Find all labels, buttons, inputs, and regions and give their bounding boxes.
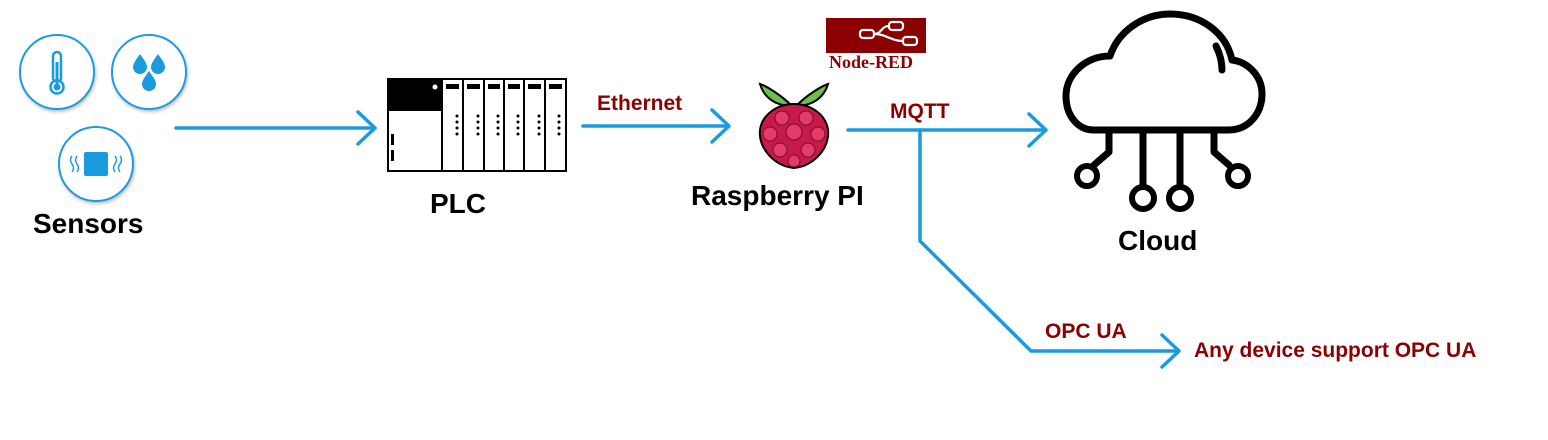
cloud-network-icon [1062,10,1266,212]
vibration-sensor-icon [58,126,134,202]
water-drops-icon [111,34,187,110]
arrow-pi-to-cloud [846,112,1048,148]
plc-label: PLC [430,188,486,219]
raspberry-pi-logo-icon [758,82,830,170]
node-red-logo-icon [826,18,926,53]
arrow-plc-to-pi [581,108,731,144]
opc-ua-label: OPC UA [1045,320,1127,343]
plc-rack-icon [387,78,567,172]
node-red-label: Node-RED [829,52,913,72]
thermometer-icon [19,34,95,110]
mqtt-label: MQTT [890,100,950,123]
raspberry-pi-label: Raspberry PI [691,180,864,211]
arrow-pi-to-opc [918,128,1181,369]
opc-target-label: Any device support OPC UA [1194,339,1477,362]
arrow-sensors-to-plc [174,110,377,146]
sensors-label: Sensors [33,208,144,239]
cloud-label: Cloud [1118,225,1198,256]
ethernet-label: Ethernet [597,92,683,115]
